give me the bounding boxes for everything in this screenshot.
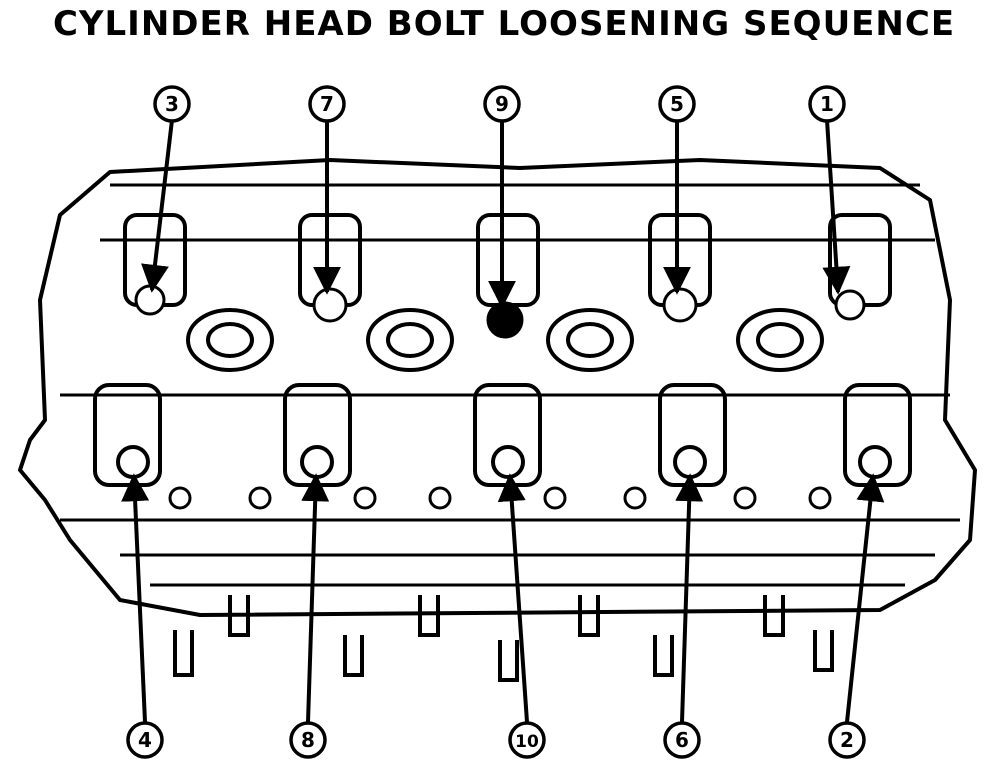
callout-arrows <box>121 119 885 723</box>
callout-1: 1 <box>820 92 834 116</box>
manifold-studs <box>173 595 834 682</box>
upper-bosses <box>123 213 892 307</box>
callout-7: 7 <box>320 92 334 116</box>
callout-8: 8 <box>301 728 315 752</box>
callout-2: 2 <box>840 728 854 752</box>
callout-6: 6 <box>675 728 689 752</box>
diagram-title: CYLINDER HEAD BOLT LOOSENING SEQUENCE <box>52 4 956 44</box>
callout-10: 10 <box>515 732 539 752</box>
cylinder-head-outline <box>18 158 977 617</box>
side-bolts <box>168 486 832 510</box>
callout-3: 3 <box>165 92 179 116</box>
callout-4: 4 <box>138 728 152 752</box>
callout-5: 5 <box>670 92 684 116</box>
callout-9: 9 <box>495 92 509 116</box>
callout-circles <box>126 85 866 759</box>
callout-labels: 3 7 9 5 1 4 8 10 6 2 <box>138 92 854 752</box>
spark-plug-bores <box>186 308 824 372</box>
upper-bolts <box>134 284 866 339</box>
lower-bolts <box>116 445 892 479</box>
